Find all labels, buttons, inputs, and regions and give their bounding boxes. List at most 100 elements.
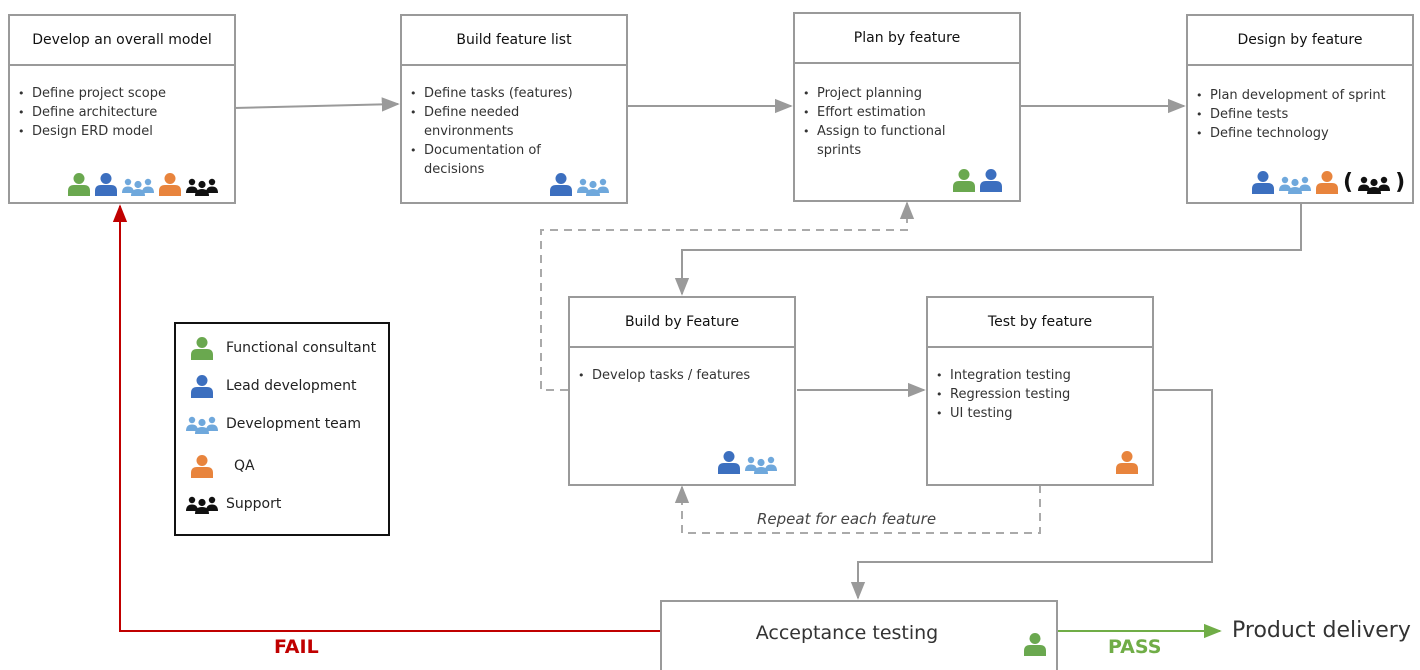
functional-consultant-icon bbox=[191, 336, 213, 360]
product-delivery-label: Product delivery bbox=[1232, 618, 1411, 643]
task-list: Integration testingRegression testingUI … bbox=[928, 366, 1152, 423]
box-body: Develop tasks / features bbox=[570, 348, 794, 385]
task-list: Define project scopeDefine architectureD… bbox=[10, 84, 234, 141]
box-build-feature-list: Build feature list Define tasks (feature… bbox=[400, 14, 628, 204]
role-icons bbox=[1116, 450, 1138, 474]
functional-consultant-icon bbox=[953, 168, 975, 192]
qa-icon bbox=[1116, 450, 1138, 474]
role-icons bbox=[953, 168, 1002, 192]
box-title: Test by feature bbox=[928, 298, 1152, 348]
task-list: Develop tasks / features bbox=[570, 366, 794, 385]
legend-icon-wrap bbox=[186, 336, 218, 360]
lead-development-icon bbox=[718, 450, 740, 474]
box-body: Plan development of sprintDefine testsDe… bbox=[1188, 66, 1412, 143]
task-item: Assign to functional sprints bbox=[795, 122, 985, 160]
task-item: Define tests bbox=[1188, 105, 1412, 124]
task-item: Define technology bbox=[1188, 124, 1412, 143]
task-item: Effort estimation bbox=[795, 103, 985, 122]
box-design-by-feature: Design by feature Plan development of sp… bbox=[1186, 14, 1414, 204]
task-item: Regression testing bbox=[928, 385, 1152, 404]
box-title: Build by Feature bbox=[570, 298, 794, 348]
box-acceptance-testing: Acceptance testing bbox=[660, 600, 1058, 670]
fail-arrow bbox=[112, 204, 660, 632]
development-team-icon bbox=[1279, 174, 1311, 194]
role-icons bbox=[718, 450, 777, 474]
development-team-icon bbox=[186, 414, 218, 434]
legend-label: Support bbox=[226, 496, 282, 512]
legend-item: Lead development bbox=[186, 374, 356, 398]
arrow-model-to-list bbox=[233, 97, 400, 112]
box-plan-by-feature: Plan by feature Project planningEffort e… bbox=[793, 12, 1021, 202]
legend-icon-wrap bbox=[186, 374, 218, 398]
legend-item: Functional consultant bbox=[186, 336, 376, 360]
task-item: Documentation of decisions bbox=[402, 141, 592, 179]
box-title: Develop an overall model bbox=[10, 16, 234, 66]
box-build-by-feature: Build by Feature Develop tasks / feature… bbox=[568, 296, 796, 486]
role-icons bbox=[68, 172, 218, 196]
qa-icon bbox=[1316, 170, 1338, 194]
legend-icon-wrap bbox=[186, 414, 218, 434]
task-item: Define architecture bbox=[10, 103, 234, 122]
support-icon bbox=[186, 494, 218, 514]
functional-consultant-icon bbox=[68, 172, 90, 196]
role-icons bbox=[1024, 632, 1046, 656]
box-body: Integration testingRegression testingUI … bbox=[928, 348, 1152, 423]
dashed-loop-to-plan bbox=[540, 201, 915, 391]
role-icons: () bbox=[1252, 170, 1405, 194]
task-item: Define project scope bbox=[10, 84, 234, 103]
task-item: Define tasks (features) bbox=[402, 84, 592, 103]
task-list: Plan development of sprintDefine testsDe… bbox=[1188, 86, 1412, 143]
legend-item: Development team bbox=[186, 414, 361, 434]
lead-development-icon bbox=[191, 374, 213, 398]
paren-open: ( bbox=[1343, 170, 1354, 195]
task-item: Define needed environments bbox=[402, 103, 592, 141]
lead-development-icon bbox=[550, 172, 572, 196]
role-icons bbox=[550, 172, 609, 196]
support-icon bbox=[186, 176, 218, 196]
legend-label: QA bbox=[234, 458, 255, 474]
dashed-repeat-loop bbox=[674, 485, 1041, 534]
legend-label: Development team bbox=[226, 416, 362, 432]
legend-icon-wrap bbox=[186, 494, 218, 514]
development-team-icon bbox=[122, 176, 154, 196]
task-list: Define tasks (features)Define needed env… bbox=[402, 84, 592, 179]
box-test-by-feature: Test by feature Integration testingRegre… bbox=[926, 296, 1154, 486]
lead-development-icon bbox=[95, 172, 117, 196]
box-body: Define project scopeDefine architectureD… bbox=[10, 66, 234, 141]
task-item: Develop tasks / features bbox=[570, 366, 794, 385]
box-title: Plan by feature bbox=[795, 14, 1019, 64]
arrow-design-to-build bbox=[674, 202, 1302, 296]
legend-item: QA bbox=[186, 454, 255, 478]
paren-close: ) bbox=[1395, 170, 1406, 195]
lead-development-icon bbox=[1252, 170, 1274, 194]
box-body: Define tasks (features)Define needed env… bbox=[402, 66, 592, 179]
pass-label: PASS bbox=[1108, 636, 1162, 658]
lead-development-icon bbox=[980, 168, 1002, 192]
development-team-icon bbox=[577, 176, 609, 196]
task-item: UI testing bbox=[928, 404, 1152, 423]
task-item: Project planning bbox=[795, 84, 985, 103]
task-list: Project planningEffort estimationAssign … bbox=[795, 84, 985, 160]
task-item: Plan development of sprint bbox=[1188, 86, 1412, 105]
fail-label: FAIL bbox=[274, 636, 319, 658]
repeat-label: Repeat for each feature bbox=[757, 510, 937, 528]
qa-icon bbox=[191, 454, 213, 478]
box-develop-overall-model: Develop an overall model Define project … bbox=[8, 14, 236, 204]
task-item: Integration testing bbox=[928, 366, 1152, 385]
box-body: Project planningEffort estimationAssign … bbox=[795, 64, 985, 160]
acceptance-title: Acceptance testing bbox=[755, 622, 939, 644]
box-title: Build feature list bbox=[402, 16, 626, 66]
development-team-icon bbox=[745, 454, 777, 474]
support-icon bbox=[1358, 174, 1391, 194]
legend-icon-wrap bbox=[186, 454, 218, 478]
legend-item: Support bbox=[186, 494, 281, 514]
box-title: Design by feature bbox=[1188, 16, 1412, 66]
functional-consultant-icon bbox=[1024, 632, 1046, 656]
legend-label: Lead development bbox=[226, 378, 357, 394]
qa-icon bbox=[159, 172, 181, 196]
arrow-test-to-acceptance bbox=[850, 389, 1213, 600]
legend-label: Functional consultant bbox=[226, 340, 377, 356]
task-item: Design ERD model bbox=[10, 122, 234, 141]
